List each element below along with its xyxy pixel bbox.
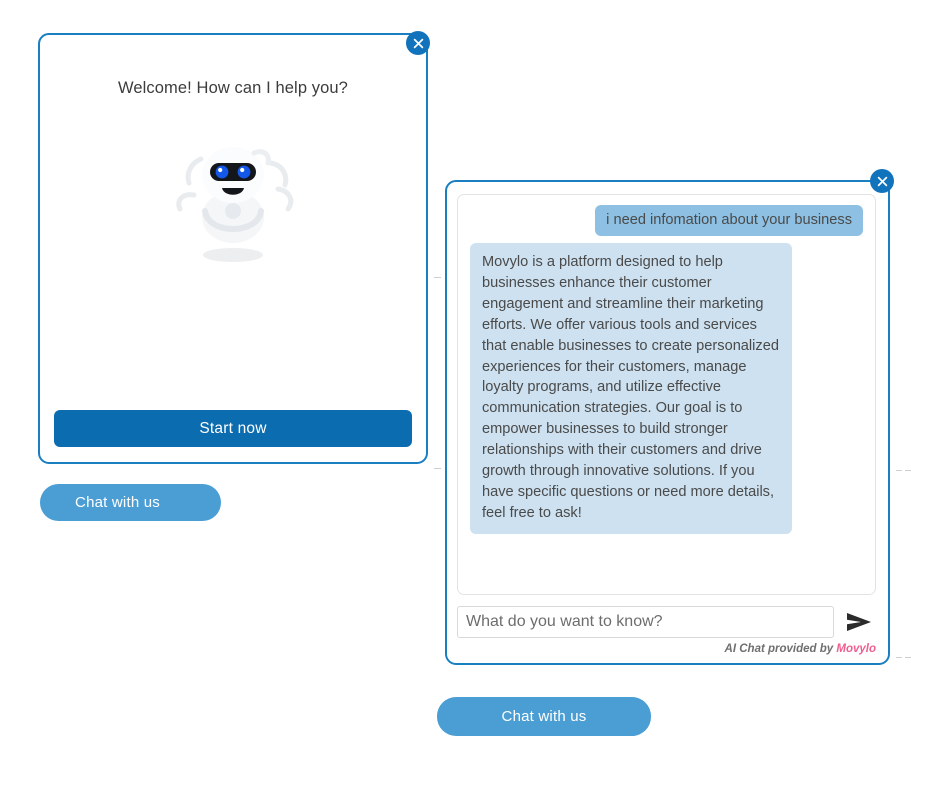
chat-footer-credit: AI Chat provided by Movylo <box>725 643 876 655</box>
chat-with-us-launcher-2[interactable]: Chat with us <box>437 697 651 736</box>
chat-widget-panel: i need infomation about your business Mo… <box>445 169 894 665</box>
start-now-button[interactable]: Start now <box>54 410 412 447</box>
user-message-bubble: i need infomation about your business <box>595 205 863 237</box>
welcome-close-button[interactable] <box>406 31 430 55</box>
chat-input-row <box>457 606 876 638</box>
resize-tick-mark <box>905 657 911 658</box>
close-icon <box>413 38 423 48</box>
message-row-bot: Movylo is a platform designed to help bu… <box>470 243 863 535</box>
bot-message-bubble: Movylo is a platform designed to help bu… <box>470 243 792 535</box>
chat-robot-mascot-icon <box>176 147 294 262</box>
footer-prefix-text: AI Chat provided by <box>724 643 837 655</box>
send-arrow-icon <box>847 613 871 631</box>
welcome-widget-panel: Welcome! How can I help you? <box>38 33 428 464</box>
resize-tick-mark <box>434 277 441 278</box>
close-icon <box>877 176 887 186</box>
welcome-title: Welcome! How can I help you? <box>118 79 348 97</box>
send-message-button[interactable] <box>842 606 876 638</box>
mascot-container <box>40 131 426 271</box>
resize-tick-mark <box>905 470 911 471</box>
resize-tick-mark <box>434 468 441 469</box>
chat-with-us-launcher-1[interactable]: Chat with us <box>40 484 221 521</box>
message-list[interactable]: i need infomation about your business Mo… <box>457 194 876 595</box>
chat-close-button[interactable] <box>870 169 894 193</box>
resize-tick-mark <box>896 470 902 471</box>
message-row-user: i need infomation about your business <box>470 205 863 237</box>
chat-message-input[interactable] <box>457 606 834 638</box>
footer-brand-name: Movylo <box>836 643 876 655</box>
resize-tick-mark <box>896 657 902 658</box>
